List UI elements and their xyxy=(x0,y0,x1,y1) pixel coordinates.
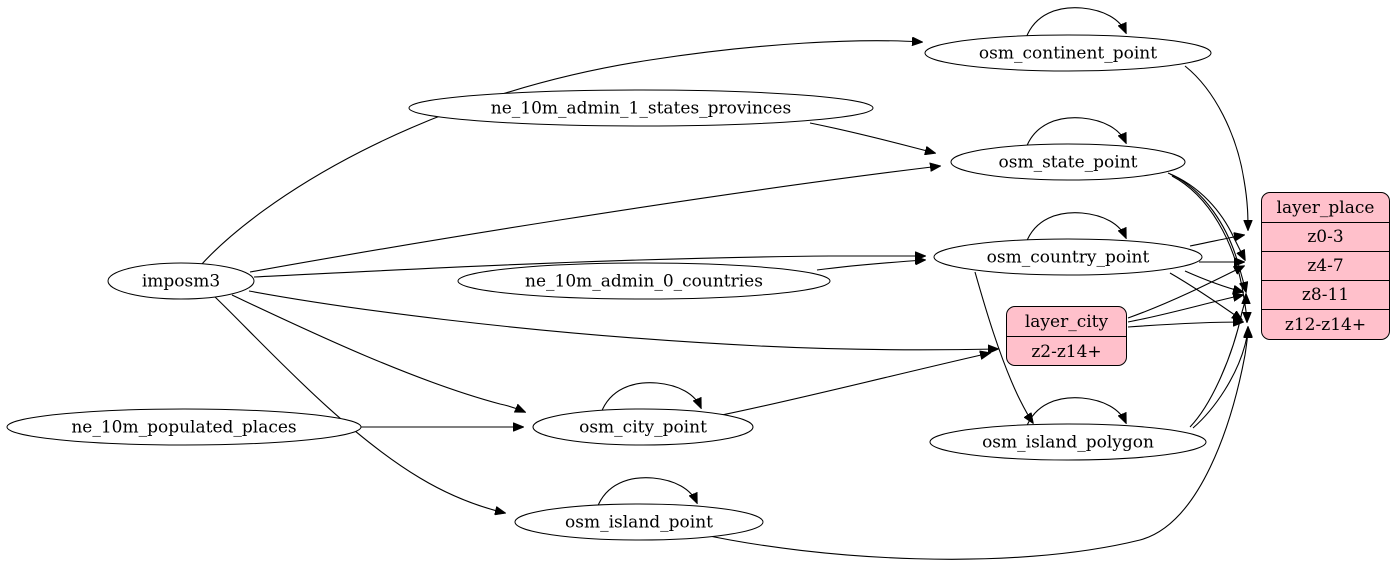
node-osm_island_polygon[interactable]: osm_island_polygon xyxy=(929,423,1207,461)
node-imposm3[interactable]: imposm3 xyxy=(107,262,255,300)
node-label-osm_island_point: osm_island_point xyxy=(565,513,713,533)
table-layer_place-header: layer_place xyxy=(1262,193,1389,223)
node-ne_10m_admin_0_countries[interactable]: ne_10m_admin_0_countries xyxy=(457,262,831,300)
edge-layer xyxy=(200,7,1248,560)
edge-imposm3-to-osm_city_point xyxy=(231,294,525,412)
edge-osm_country_point-to-layer_place-z0-3 xyxy=(1189,235,1244,247)
table-layer_place-row-z8-11[interactable]: z8-11 xyxy=(1262,281,1389,310)
edge-ne_states-to-osm_state_point xyxy=(809,122,935,153)
table-layer_city-row-z2-z14[interactable]: z2-z14+ xyxy=(1031,341,1102,362)
edge-osm_island_polygon-to-layer_place-z8-11 xyxy=(1189,294,1246,428)
edge-self-loop-osm_state_point xyxy=(1025,117,1126,149)
edge-imposm3-to-osm_island_point xyxy=(213,295,505,513)
edge-self-loop-osm_island_polygon xyxy=(1025,397,1126,429)
edge-self-loop-osm_city_point xyxy=(600,382,701,414)
edge-osm_country_point-to-layer_place-z12-z14+ xyxy=(1169,272,1242,320)
node-osm_state_point[interactable]: osm_state_point xyxy=(950,143,1186,181)
edge-osm_state_point-to-layer_place-z12-z14+ xyxy=(1171,175,1247,322)
edge-layer_city-to-layer_place-z8-11 xyxy=(1127,295,1243,323)
edge-ne_countries-to-osm_country_point xyxy=(816,260,925,271)
edge-imposm3-to-layer_city xyxy=(248,290,998,350)
node-label-osm_city_point: osm_city_point xyxy=(579,418,707,438)
node-osm_country_point[interactable]: osm_country_point xyxy=(933,238,1203,276)
edge-self-loop-osm_continent_point xyxy=(1025,7,1126,39)
node-ne_10m_admin_1_states_provinces[interactable]: ne_10m_admin_1_states_provinces xyxy=(408,89,874,127)
table-layer_place[interactable]: layer_place z0-3 z4-7 z8-11 z12-z14+ xyxy=(1261,192,1390,340)
edge-imposm3-to-osm_state_point xyxy=(249,166,940,273)
node-ne_10m_populated_places[interactable]: ne_10m_populated_places xyxy=(6,408,362,446)
node-osm_island_point[interactable]: osm_island_point xyxy=(514,503,764,541)
node-osm_city_point[interactable]: osm_city_point xyxy=(532,408,754,446)
edge-layer_city-to-layer_place-z4-7 xyxy=(1127,266,1244,319)
node-label-ne_10m_admin_0_countries: ne_10m_admin_0_countries xyxy=(525,272,763,292)
node-label-osm_country_point: osm_country_point xyxy=(987,248,1150,268)
table-layer_place-row-z0-3[interactable]: z0-3 xyxy=(1262,223,1389,252)
edge-self-loop-osm_island_point xyxy=(596,477,697,509)
edge-osm_country_point-to-osm_island_polygon xyxy=(974,271,1033,423)
table-layer_place-row-z12-z14[interactable]: z12-z14+ xyxy=(1284,314,1367,335)
node-label-ne_10m_admin_1_states_provinces: ne_10m_admin_1_states_provinces xyxy=(491,99,791,119)
edge-imposm3-to-osm_continent_point xyxy=(200,41,922,266)
node-label-osm_state_point: osm_state_point xyxy=(999,153,1138,173)
node-label-osm_island_polygon: osm_island_polygon xyxy=(982,433,1154,453)
edge-self-loop-osm_country_point xyxy=(1025,212,1126,244)
edge-osm_island_point-to-layer_place-z12-z14+ xyxy=(699,328,1248,560)
edge-imposm3-to-osm_country_point xyxy=(253,256,925,278)
edge-osm_country_point-to-layer_place-z8-11 xyxy=(1184,270,1243,292)
table-layer_city-header: layer_city xyxy=(1007,307,1126,337)
node-label-osm_continent_point: osm_continent_point xyxy=(979,44,1157,64)
table-layer_place-row-z4-7[interactable]: z4-7 xyxy=(1262,252,1389,281)
edge-osm_state_point-to-layer_place-z8-11 xyxy=(1169,173,1246,292)
table-layer_city[interactable]: layer_city z2-z14+ xyxy=(1006,306,1127,366)
edge-layer_city-to-layer_place-z12-z14+ xyxy=(1127,322,1243,328)
node-label-imposm3: imposm3 xyxy=(142,272,220,292)
edge-osm_city_point-to-layer_city xyxy=(721,353,990,416)
node-layer: imposm3 ne_10m_admin_1_states_provinces … xyxy=(6,34,1212,541)
node-label-ne_10m_populated_places: ne_10m_populated_places xyxy=(71,418,296,438)
node-osm_continent_point[interactable]: osm_continent_point xyxy=(924,34,1212,72)
edge-osm_continent_point-to-layer_place-z0-3 xyxy=(1184,65,1248,230)
